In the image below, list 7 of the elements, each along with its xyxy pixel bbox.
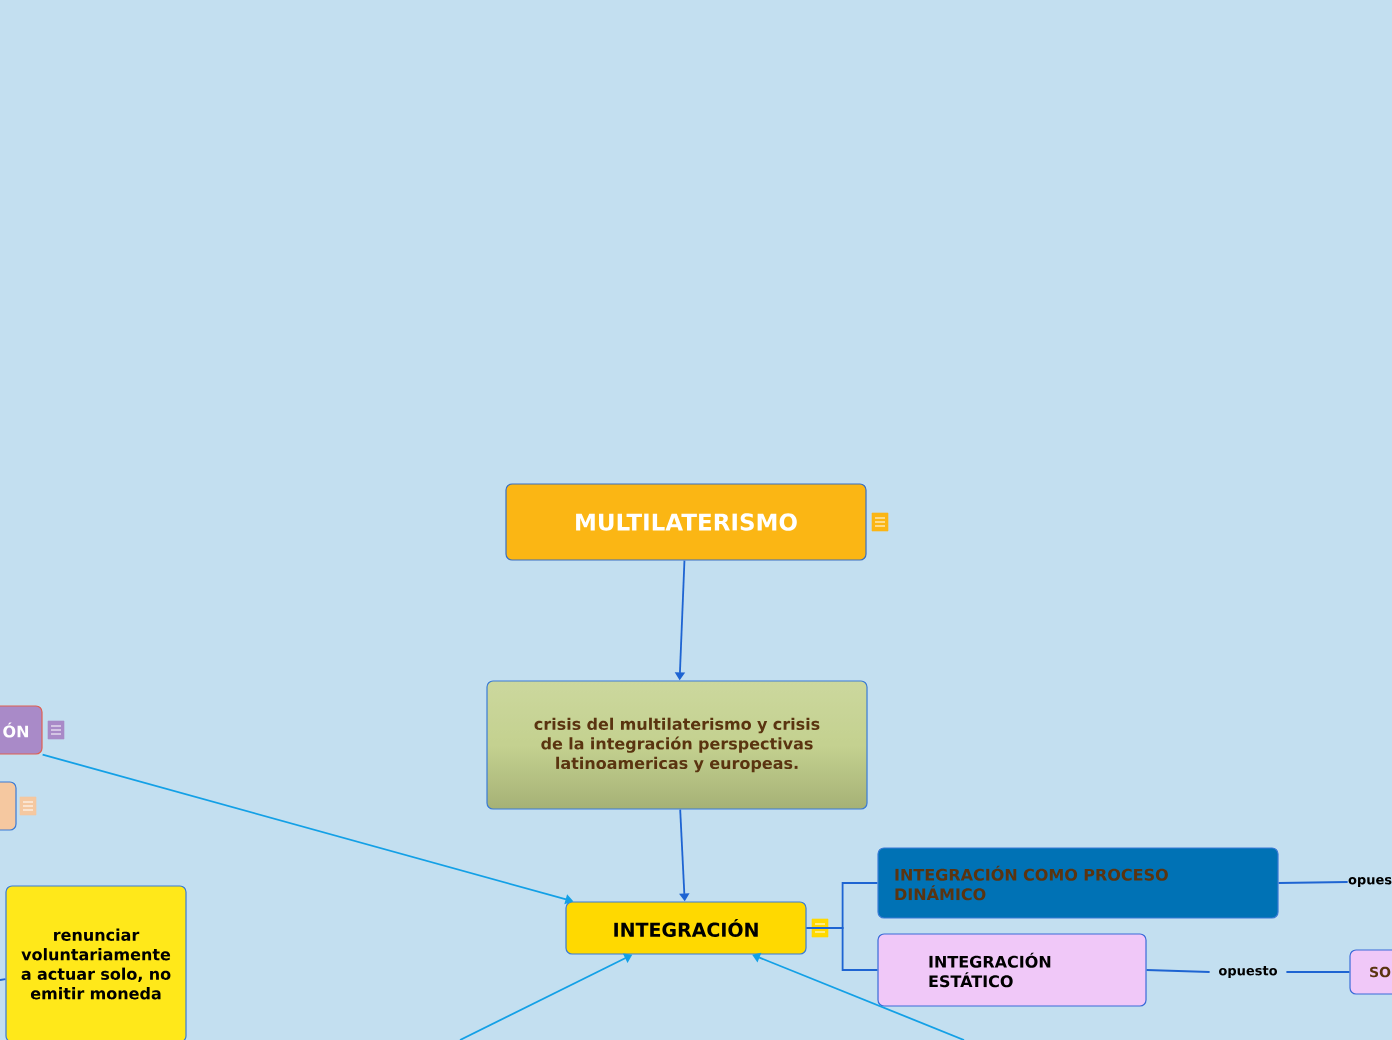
multilateralism-box: MULTILATERISMO: [505, 483, 867, 561]
subtopic-box: INTEGRACIÓN ESTÁTICO: [877, 933, 1147, 1007]
note-box: renunciar voluntariamente a actuar solo, no emitir moneda: [5, 885, 187, 1040]
topic-box: ÓN: [0, 705, 43, 755]
subtopic-box: INTEGRACIÓN COMO PROCESO DINÁMICO: [877, 847, 1279, 919]
topic-box: crisis del multilaterismo y crisis de la integración perspectivas latinoamericas y europeas.: [486, 680, 868, 810]
central-topic-box: INTEGRACIÓN: [565, 901, 807, 955]
